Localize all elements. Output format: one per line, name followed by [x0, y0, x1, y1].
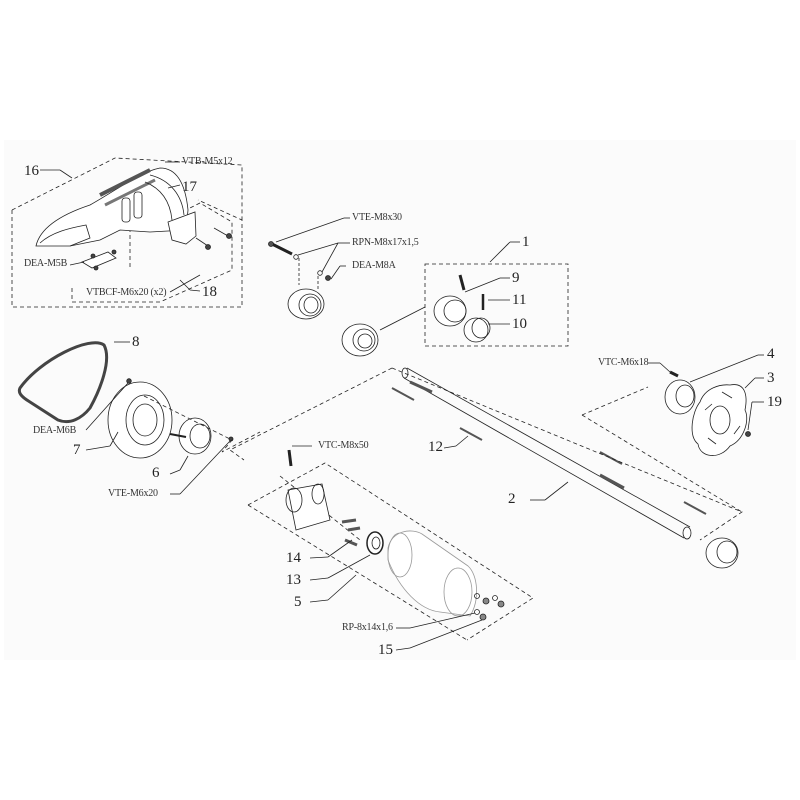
part-number-4: 4 — [767, 346, 775, 362]
leaders-shaft — [443, 435, 569, 501]
sprocket-carrier-6 — [169, 417, 234, 455]
brake-hub-4 — [664, 379, 696, 415]
brake-disc-3 — [691, 384, 748, 456]
part-number-6: 6 — [152, 465, 160, 481]
chain-guard-16 — [35, 167, 189, 247]
bolt-vte-m8x30 — [268, 241, 293, 256]
nuts-15 — [474, 593, 505, 621]
part-number-9: 9 — [512, 270, 520, 286]
chain-8 — [17, 341, 109, 424]
hardware-code-rp-8x14x1-6: RP-8x14x1,6 — [342, 622, 393, 633]
part-number-18: 18 — [202, 284, 217, 300]
wheel-rim — [387, 530, 477, 617]
guard-plate-dea-m5b — [81, 249, 117, 271]
part-number-13: 13 — [286, 572, 301, 588]
hardware-code-dea-m8a: DEA-M8A — [352, 260, 396, 271]
wheel-hub — [285, 483, 361, 547]
bolt-19 — [745, 431, 751, 437]
bolt-vtc-m6x18 — [669, 370, 679, 378]
part-number-16: 16 — [24, 163, 39, 179]
part-number-7: 7 — [73, 442, 81, 458]
hardware-code-vtb-m5x12: VTB-M5x12 — [182, 156, 233, 167]
hardware-code-vtbcf-m6x20: VTBCF-M6x20 (x2) — [86, 287, 167, 298]
leaders-right — [648, 354, 764, 431]
shaft-2 — [401, 367, 692, 540]
hardware-code-vtc-m6x18: VTC-M6x18 — [598, 357, 649, 368]
part-number-11: 11 — [512, 292, 527, 308]
part-number-2: 2 — [508, 491, 516, 507]
bearing-13 — [366, 531, 384, 555]
keys-12 — [391, 387, 707, 515]
bearing-flange-9 — [433, 274, 467, 327]
part-number-14: 14 — [286, 550, 301, 566]
part-number-19: 19 — [767, 394, 782, 410]
part-number-17: 17 — [182, 179, 197, 195]
shaft-group-outline — [229, 367, 743, 541]
bolt-vtc-m8x50 — [287, 449, 293, 467]
leaders-left — [85, 341, 261, 495]
part-number-3: 3 — [767, 370, 775, 386]
part-number-5: 5 — [294, 594, 302, 610]
leaders-hub — [292, 445, 483, 651]
guard-bracket-18 — [167, 211, 232, 250]
hardware-code-vte-m8x30: VTE-M8x30 — [352, 212, 402, 223]
sprocket-7 — [107, 378, 173, 459]
part-number-8: 8 — [132, 334, 140, 350]
guard-group-outline — [11, 157, 243, 308]
leaders-top — [275, 217, 350, 280]
bearing-10 — [463, 317, 491, 343]
part-number-1: 1 — [522, 234, 530, 250]
bearing-flange-left — [287, 288, 325, 320]
part-number-15: 15 — [378, 642, 393, 658]
bearing-flange-mid — [341, 323, 379, 357]
leaders-group1 — [379, 241, 520, 331]
nut-dea-m8a — [325, 275, 331, 281]
washer-rpn — [293, 254, 299, 260]
bearing-flange-end — [705, 537, 739, 569]
hardware-code-rpn-m8x17x1-5: RPN-M8x17x1,5 — [352, 237, 419, 248]
hardware-code-vtc-m8x50: VTC-M8x50 — [318, 440, 369, 451]
hardware-code-vte-m6x20: VTE-M6x20 — [108, 488, 158, 499]
leaders-guard — [40, 161, 201, 293]
part-number-10: 10 — [512, 316, 527, 332]
hardware-code-dea-m5b: DEA-M5B — [24, 258, 68, 269]
part-number-12: 12 — [428, 439, 443, 455]
hardware-code-dea-m6b: DEA-M6B — [33, 425, 77, 436]
